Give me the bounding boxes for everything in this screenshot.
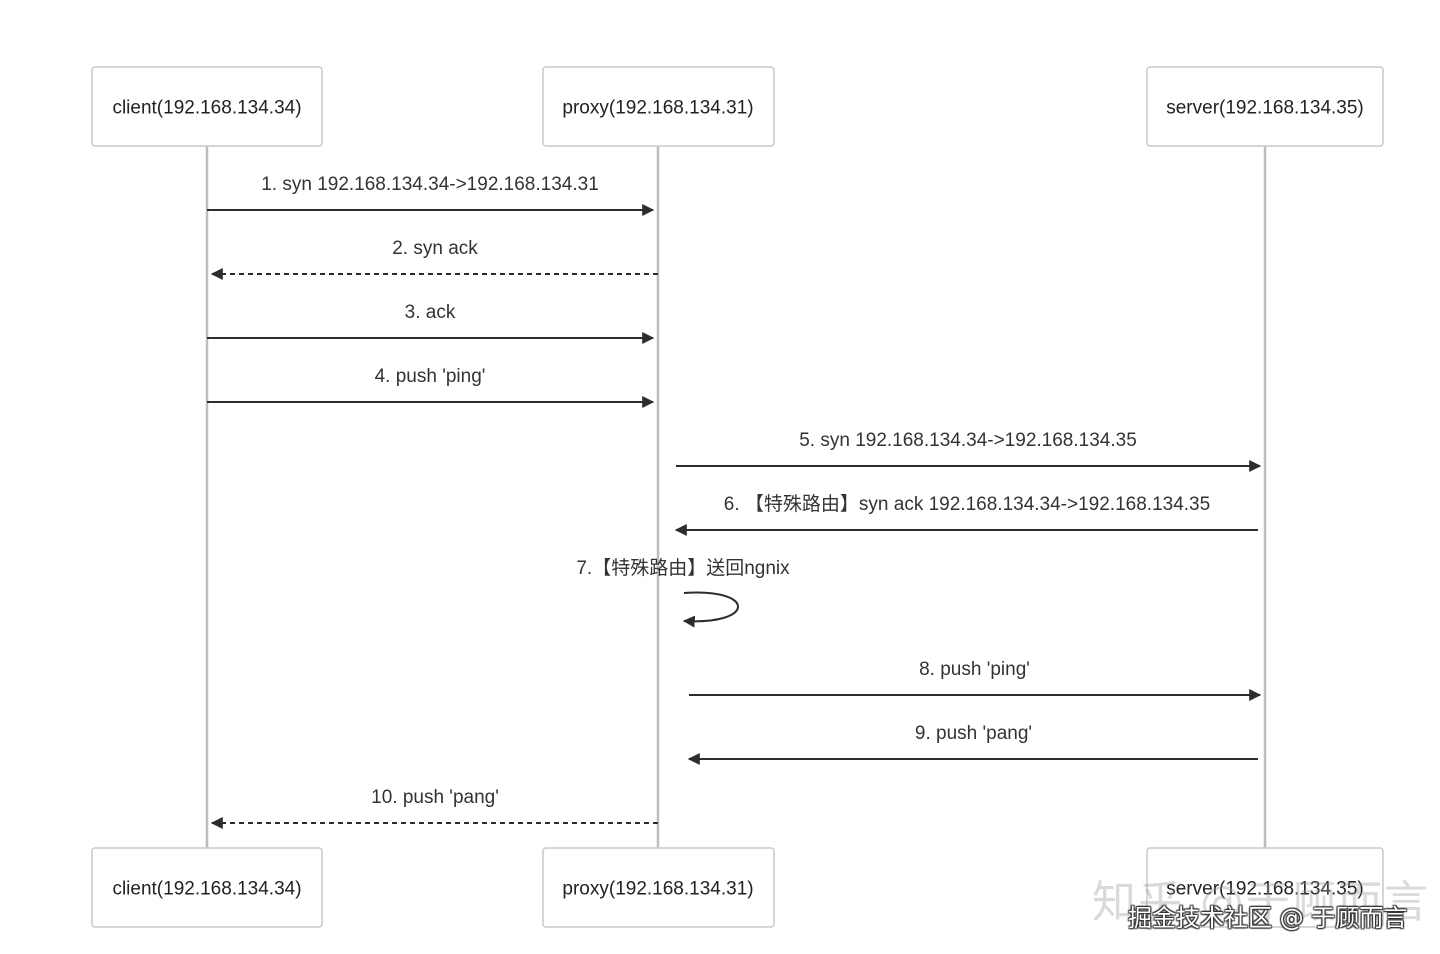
message-6-label: 6. 【特殊路由】syn ack 192.168.134.34->192.168… (724, 493, 1210, 515)
message-1: 1. syn 192.168.134.34->192.168.134.31 (207, 174, 655, 216)
message-6: 6. 【特殊路由】syn ack 192.168.134.34->192.168… (674, 493, 1258, 536)
proxy-actor-box-top (542, 66, 775, 147)
message-4: 4. push 'ping' (207, 366, 655, 408)
client-actor-box-bottom (91, 847, 323, 928)
server-actor-label-top: server(192.168.134.35) (1166, 98, 1364, 119)
server-actor-box-top (1146, 66, 1384, 147)
message-2-label: 2. syn ack (392, 238, 478, 259)
message-7: 7.【特殊路由】送回ngnix (576, 557, 790, 628)
zhihu-watermark: 知乎 @于顾而言 (1092, 877, 1430, 928)
server-actor-box-bottom (1146, 847, 1384, 928)
message-5: 5. syn 192.168.134.34->192.168.134.35 (676, 430, 1262, 472)
message-8: 8. push 'ping' (689, 659, 1262, 701)
message-3-label: 3. ack (405, 302, 456, 323)
message-5-label: 5. syn 192.168.134.34->192.168.134.35 (799, 430, 1137, 451)
message-8-label: 8. push 'ping' (919, 659, 1030, 680)
message-10: 10. push 'pang' (210, 787, 658, 829)
message-10-label: 10. push 'pang' (371, 787, 499, 808)
message-7-self-arrow (682, 591, 739, 628)
client-actor-label-bottom: client(192.168.134.34) (112, 879, 301, 900)
message-4-label: 4. push 'ping' (375, 366, 486, 387)
message-2: 2. syn ack (210, 238, 658, 280)
proxy-actor-label-top: proxy(192.168.134.31) (562, 98, 753, 119)
message-9-label: 9. push 'pang' (915, 723, 1032, 744)
juejin-watermark: 掘金技术社区 @ 于顾而言 (1128, 904, 1408, 932)
server-actor-label-bottom: server(192.168.134.35) (1166, 879, 1364, 900)
message-7-label: 7.【特殊路由】送回ngnix (576, 557, 790, 579)
message-9: 9. push 'pang' (687, 723, 1258, 765)
proxy-actor-label-bottom: proxy(192.168.134.31) (562, 879, 753, 900)
message-3: 3. ack (207, 302, 655, 344)
client-actor-label-top: client(192.168.134.34) (112, 98, 301, 119)
client-actor-box-top (91, 66, 323, 147)
message-1-label: 1. syn 192.168.134.34->192.168.134.31 (261, 174, 599, 195)
proxy-actor-box-bottom (542, 847, 775, 928)
